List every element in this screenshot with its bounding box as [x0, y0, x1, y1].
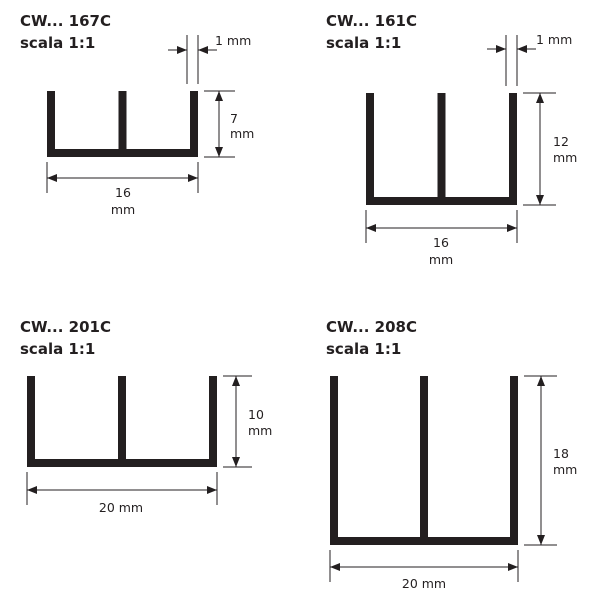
profile-167c-height-unit: mm: [230, 126, 254, 141]
profile-167c-width-value: 16: [115, 185, 131, 200]
profile-201c-height-value: 10: [248, 407, 264, 422]
profile-167c-code: CW... 167C: [20, 12, 111, 30]
profile-208c-code: CW... 208C: [326, 318, 417, 336]
profile-208c-height-unit: mm: [553, 462, 577, 477]
profile-167c-scale: scala 1:1: [20, 34, 95, 52]
profile-161c-shape: [366, 93, 517, 205]
profile-167c-shape: [47, 91, 198, 157]
profile-201c-width-label: 20 mm: [99, 500, 143, 515]
profile-161c-width-unit: mm: [429, 252, 453, 267]
profile-161c-code: CW... 161C: [326, 12, 417, 30]
profile-201c-shape: [27, 376, 217, 467]
profile-161c-scale: scala 1:1: [326, 34, 401, 52]
profile-201c-scale: scala 1:1: [20, 340, 95, 358]
profile-167c-thickness-label: 1 mm: [215, 33, 251, 48]
profile-208c-scale: scala 1:1: [326, 340, 401, 358]
profile-167c-width-unit: mm: [111, 202, 135, 217]
profile-208c-height-value: 18: [553, 446, 569, 461]
profile-161c-height-unit: mm: [553, 150, 577, 165]
profile-201c-code: CW... 201C: [20, 318, 111, 336]
profile-208c-shape: [330, 376, 518, 545]
profile-208c-width-label: 20 mm: [402, 576, 446, 591]
profile-161c-width-value: 16: [433, 235, 449, 250]
profile-161c-height-value: 12: [553, 134, 569, 149]
profile-201c-height-unit: mm: [248, 423, 272, 438]
profile-167c-height-value: 7: [230, 111, 238, 126]
profile-161c-thickness-label: 1 mm: [536, 32, 572, 47]
